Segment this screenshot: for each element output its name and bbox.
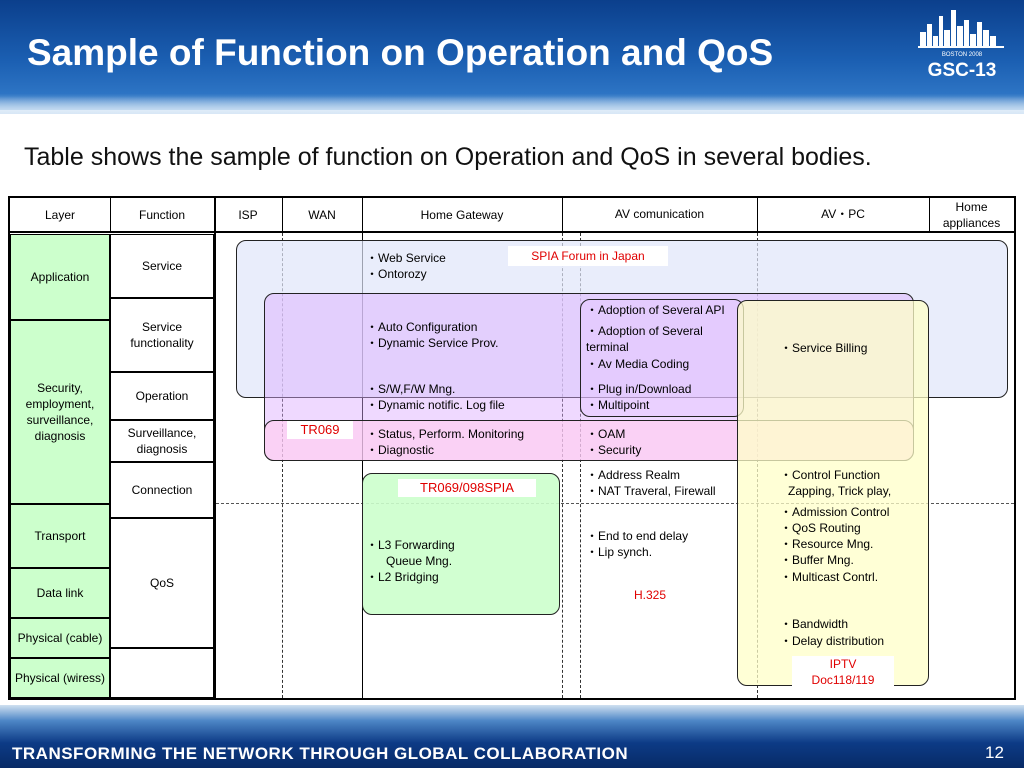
col-header-function: Function <box>138 208 186 222</box>
header-divider <box>110 198 111 232</box>
av-end-to-end-delay: ・End to end delay <box>586 529 689 543</box>
col-header-wan: WAN <box>308 208 336 222</box>
avpc-bandwidth: ・Bandwidth <box>780 617 849 631</box>
hg-l3-forwarding: ・L3 Forwarding <box>366 538 455 552</box>
header-divider <box>562 198 563 232</box>
header-banner <box>0 0 1024 114</box>
logo-name: GSC-13 <box>928 60 997 81</box>
avpc-admission-control: ・Admission Control <box>780 505 890 519</box>
hg-diagnostic: ・Diagnostic <box>366 443 435 457</box>
label-tr069: TR069 <box>287 421 353 439</box>
avpc-buffer-mng: ・Buffer Mng. <box>780 553 854 567</box>
gsc13-logo: BOSTON 2008 GSC-13 <box>918 10 1004 81</box>
header-swoosh <box>0 96 1024 114</box>
hg-ontorozy: ・Ontorozy <box>366 267 427 281</box>
avpc-qos-routing: ・QoS Routing <box>780 521 861 535</box>
function-service: Service <box>110 234 214 298</box>
slide-title: Sample of Function on Operation and QoS <box>27 32 774 73</box>
av-terminal: terminal <box>586 340 629 354</box>
label-h325: H.325 <box>633 588 667 602</box>
isp-wan-guide <box>282 233 283 698</box>
footer-banner <box>0 705 1024 768</box>
hg-auto-config: ・Auto Configuration <box>366 320 478 334</box>
header-rule <box>10 231 1014 233</box>
layer-application: Application <box>10 234 110 320</box>
col-header-av-pc: AV・PC <box>821 207 865 221</box>
function-table <box>8 196 1016 700</box>
function-qos: QoS <box>110 518 214 648</box>
label-tr069-098spia: TR069/098SPIA <box>398 479 536 497</box>
function-surveillance: Surveillance, diagnosis <box>110 420 214 462</box>
avpc-delay-distribution: ・Delay distribution <box>780 634 885 648</box>
layer-security: Security, employment, surveillance, diag… <box>10 320 110 504</box>
av-adoption-terminal: ・Adoption of Several <box>586 324 703 338</box>
col-header-isp: ISP <box>238 208 258 222</box>
av-lip-synch: ・Lip synch. <box>586 545 653 559</box>
avpc-multicast: ・Multicast Contrl. <box>780 570 879 584</box>
label-iptv-doc: Doc118/119 <box>792 672 894 688</box>
page-number: 12 <box>985 743 1004 762</box>
connection-qos-guide <box>216 503 1014 504</box>
avpc-control-function: ・Control Function <box>780 468 881 482</box>
av-security: ・Security <box>586 443 642 457</box>
layer-data-link: Data link <box>10 568 110 618</box>
slide-subtitle: Table shows the sample of function on Op… <box>24 143 872 171</box>
hg-status-monitoring: ・Status, Perform. Monitoring <box>366 427 525 441</box>
col-header-layer: Layer <box>44 208 76 222</box>
hg-queue-mng: Queue Mng. <box>386 554 453 568</box>
label-spia-forum: SPIA Forum in Japan <box>508 246 668 266</box>
av-adoption-api: ・Adoption of Several API <box>586 303 725 317</box>
function-operation: Operation <box>110 372 214 420</box>
col-header-av-comm: AV comunication <box>614 207 705 221</box>
footer-tagline: TRANSFORMING THE NETWORK THROUGH GLOBAL … <box>12 744 629 763</box>
col-header-home-appliances: Home appliances <box>942 200 1001 230</box>
function-empty <box>110 648 214 698</box>
av-address-realm: ・Address Realm <box>586 468 681 482</box>
avpc-resource-mng: ・Resource Mng. <box>780 537 874 551</box>
hg-web-service: ・Web Service <box>366 251 446 265</box>
av-media-coding: ・Av Media Coding <box>586 357 690 371</box>
hg-av-guide <box>562 233 563 698</box>
layer-physical-cable: Physical (cable) <box>10 618 110 658</box>
header-divider <box>282 198 283 232</box>
function-col-rule <box>214 198 216 698</box>
layer-physical-wireless: Physical (wiress) <box>10 658 110 698</box>
av-guide <box>580 233 581 698</box>
avpc-zapping: Zapping, Trick play, <box>788 484 892 498</box>
hg-dynamic-service: ・Dynamic Service Prov. <box>366 336 499 350</box>
av-plugin-download: ・Plug in/Download <box>586 382 692 396</box>
layer-transport: Transport <box>10 504 110 568</box>
function-connection: Connection <box>110 462 214 518</box>
col-header-home-gateway: Home Gateway <box>420 208 504 222</box>
hg-l2-bridging: ・L2 Bridging <box>366 570 439 584</box>
label-iptv: IPTV <box>792 656 894 674</box>
function-service-functionality: Service functionality <box>110 298 214 372</box>
avpc-service-billing: ・Service Billing <box>780 341 868 355</box>
av-oam: ・OAM <box>586 427 626 441</box>
iptv-group <box>737 300 929 686</box>
hg-dynamic-notific: ・Dynamic notific. Log file <box>366 398 505 412</box>
av-nat-firewall: ・NAT Traveral, Firewall <box>586 484 716 498</box>
header-divider <box>929 198 930 232</box>
av-multipoint: ・Multipoint <box>586 398 650 412</box>
hg-swfw-mng: ・S/W,F/W Mng. <box>366 382 456 396</box>
header-divider <box>757 198 758 232</box>
logo-city: BOSTON 2008 <box>942 52 983 58</box>
